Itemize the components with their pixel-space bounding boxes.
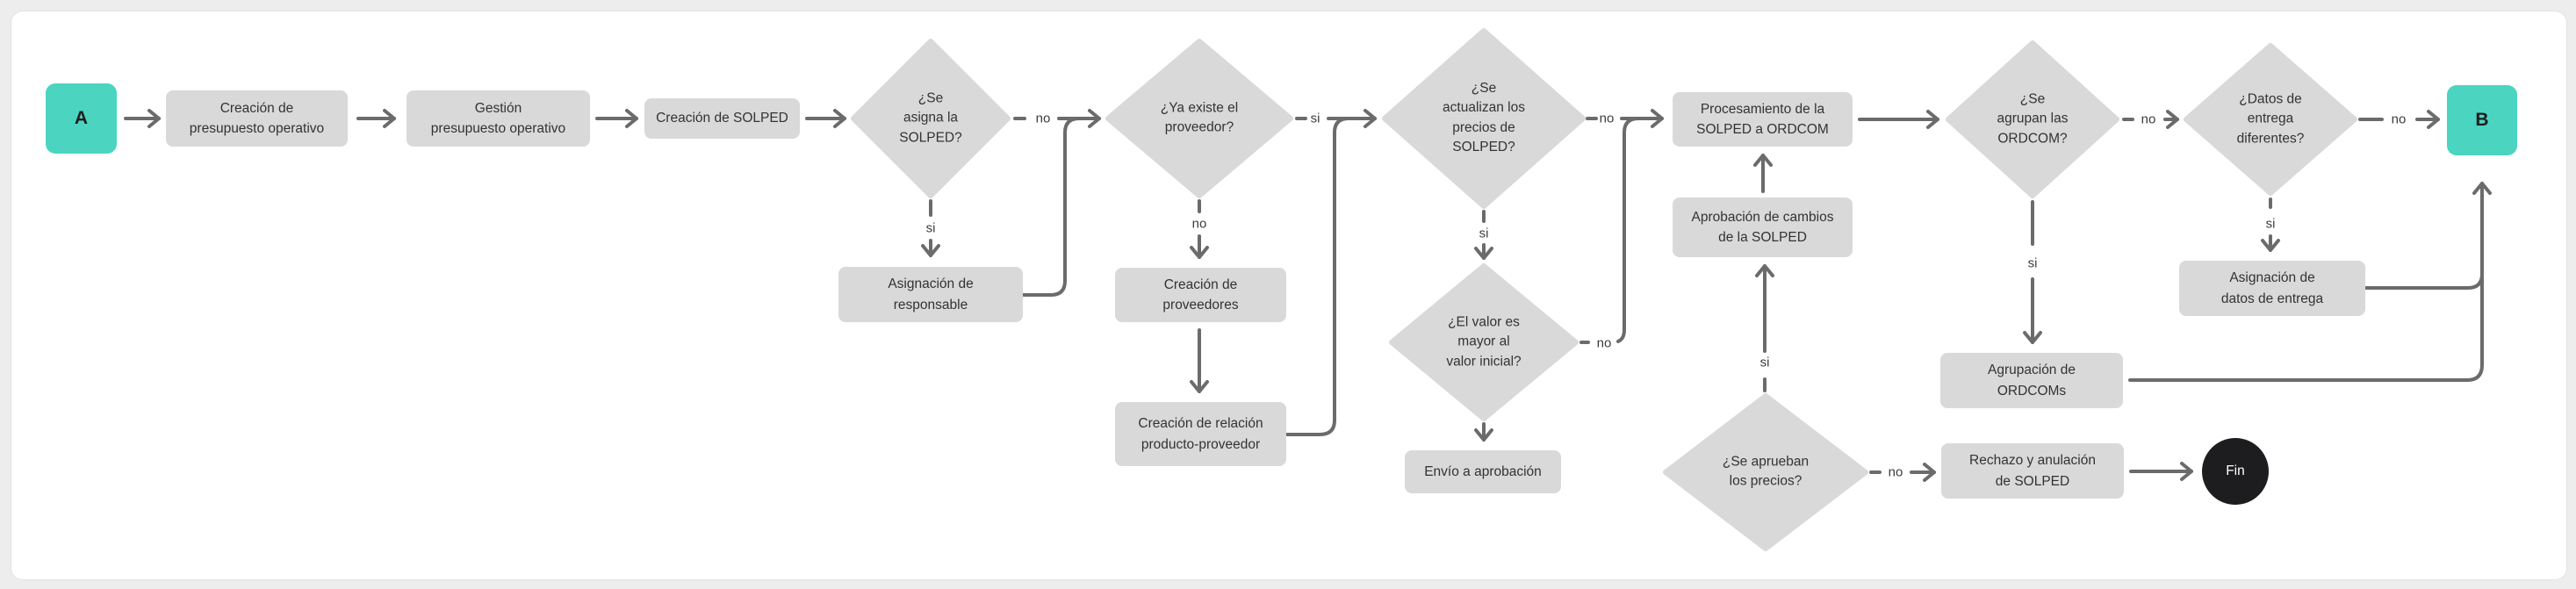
node-rechazo-anulacion: Rechazo y anulación de SOLPED: [1941, 443, 2124, 499]
node-gestion-presupuesto: Gestión presupuesto operativo: [407, 90, 590, 147]
edge-label-agrupan-no: no: [2141, 111, 2156, 127]
node-envio-aprobacion: Envío a aprobación: [1405, 450, 1561, 493]
decision-text-valor-mayor: ¿El valor es mayor al valor inicial?: [1446, 314, 1522, 370]
decision-text-aprueban-precios: ¿Se aprueban los precios?: [1722, 454, 1810, 489]
edge-label-agrupan-si: si: [2027, 255, 2038, 271]
edge-label-actualizan-no: no: [1599, 111, 1615, 126]
decision-text-datos-entrega: ¿Datos de entrega diferentes?: [2236, 91, 2305, 147]
node-creacion-presupuesto: Creación de presupuesto operativo: [166, 90, 348, 147]
decision-datos-de-entrega-diferentes: [2184, 43, 2357, 196]
decision-se-actualizan-los-precios: [1382, 28, 1586, 209]
edge-agrupacion-to-end: [2128, 182, 2492, 382]
decision-se-agrupan-las-ordcom: [1946, 40, 2119, 198]
node-agrupacion-ordcoms: Agrupación de ORDCOMs: [1940, 353, 2123, 408]
edge-valor-no-merge: [1616, 117, 1640, 343]
edge-label-asigna-si: si: [925, 220, 936, 236]
decision-se-asigna-la-solped: [851, 39, 1011, 198]
edge-label-existe-no: no: [1191, 216, 1207, 232]
edge-label-aprueban-si: si: [1759, 355, 1770, 370]
node-creacion-solped: Creación de SOLPED: [644, 98, 800, 139]
edge-responsable-merge: [1022, 117, 1081, 297]
edge-label-asigna-no: no: [1035, 111, 1051, 126]
edge-asignacion-datos-merge: [2364, 272, 2484, 290]
decision-el-valor-es-mayor: [1389, 263, 1579, 421]
edge-relacion-merge: [1284, 117, 1350, 436]
terminal-fin: Fin: [2202, 438, 2269, 505]
node-procesamiento-solped: Procesamiento de la SOLPED a ORDCOM: [1673, 92, 1853, 147]
decision-text-existe-proveedor: ¿Ya existe el proveedor?: [1160, 100, 1239, 135]
decision-se-aprueban-los-precios: [1663, 393, 1868, 551]
decision-ya-existe-el-proveedor: [1105, 39, 1293, 198]
terminal-end-b: B: [2447, 85, 2517, 155]
edge-label-datos-no: no: [2391, 111, 2407, 127]
edge-label-existe-si: si: [1310, 111, 1320, 126]
node-asignacion-datos-entrega: Asignación de datos de entrega: [2179, 261, 2365, 316]
decision-text-actualizan-precios: ¿Se actualizan los precios de SOLPED?: [1443, 81, 1525, 155]
edge-label-valor-no: no: [1596, 335, 1612, 351]
terminal-start-a: A: [46, 83, 117, 154]
decision-text-agrupan-ordcom: ¿Se agrupan las ORDCOM?: [1997, 91, 2069, 147]
node-aprobacion-cambios: Aprobación de cambios de la SOLPED: [1673, 198, 1853, 257]
node-relacion-producto-proveedor: Creación de relación producto-proveedor: [1115, 402, 1286, 466]
node-asignacion-responsable: Asignación de responsable: [838, 267, 1023, 322]
node-creacion-proveedores: Creación de proveedores: [1115, 268, 1286, 322]
decision-text-asigna-solped: ¿Se asigna la SOLPED?: [899, 90, 962, 146]
edge-label-datos-si: si: [2265, 216, 2276, 232]
edge-label-actualizan-si: si: [1479, 226, 1489, 241]
edge-label-aprueban-no: no: [1888, 464, 1903, 480]
